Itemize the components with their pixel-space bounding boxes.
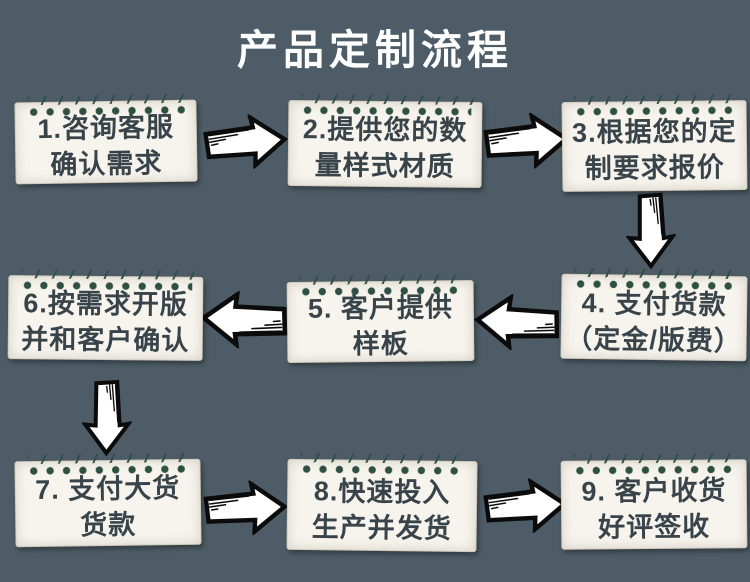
- binding-ticks: [300, 453, 469, 465]
- binding-dots: [297, 285, 463, 297]
- binding-dots: [572, 105, 736, 117]
- step-note-4: 4. 支付货款 （定金/版费）: [560, 267, 748, 362]
- step-label-3: 3.根据您的定 制要求报价: [571, 116, 737, 184]
- arrow-step6-to-step7-icon: [78, 377, 135, 458]
- step-note-9: 9. 客户收货 好评签收: [560, 453, 748, 550]
- page-title: 产品定制流程: [237, 27, 513, 73]
- binding-ticks: [27, 93, 188, 106]
- arrow-step2-to-step3-icon: [480, 110, 573, 173]
- step-label-5: 5. 客户提供 样板: [307, 292, 454, 359]
- step-label-7: 7. 支付大货 货款: [35, 473, 181, 541]
- binding-dots: [299, 105, 472, 117]
- step-note-5: 5. 客户提供 样板: [286, 274, 475, 363]
- binding-ticks: [574, 267, 739, 280]
- binding-ticks: [299, 274, 465, 285]
- step-label-4: 4. 支付货款 （定金/版费）: [565, 287, 743, 356]
- arrow-step4-to-step5-icon: [471, 291, 565, 354]
- binding-ticks: [301, 94, 474, 105]
- step-label-1: 1.咨询客服 确认需求: [37, 112, 175, 180]
- arrow-step7-to-step8-icon: [200, 477, 290, 538]
- binding-ticks: [574, 94, 738, 105]
- binding-dots: [19, 280, 193, 292]
- arrow-step3-to-step4-icon: [623, 190, 679, 270]
- binding-dots: [571, 464, 736, 476]
- step-label-2: 2.提供您的数 量样式材质: [302, 114, 468, 182]
- arrow-step1-to-step2-icon: [199, 110, 291, 174]
- arrow-step8-to-step9-icon: [480, 476, 571, 537]
- binding-ticks: [27, 452, 192, 465]
- step-note-2: 2.提供您的数 量样式材质: [287, 94, 483, 189]
- binding-ticks: [573, 453, 738, 464]
- step-label-9: 9. 客户收货 好评签收: [581, 475, 727, 542]
- step-label-8: 8.快速投入 生产并发货: [311, 476, 452, 544]
- arrow-step5-to-step6-icon: [198, 289, 293, 352]
- step-label-6: 6.按需求开版 并和客户确认: [21, 288, 190, 356]
- step-note-8: 8.快速投入 生产并发货: [286, 453, 478, 553]
- binding-ticks: [21, 269, 195, 280]
- step-note-6: 6.按需求开版 并和客户确认: [7, 269, 204, 361]
- step-note-7: 7. 支付大货 货款: [14, 452, 202, 548]
- step-note-1: 1.咨询客服 确认需求: [14, 93, 198, 185]
- step-note-3: 3.根据您的定 制要求报价: [561, 94, 748, 192]
- binding-dots: [298, 463, 467, 477]
